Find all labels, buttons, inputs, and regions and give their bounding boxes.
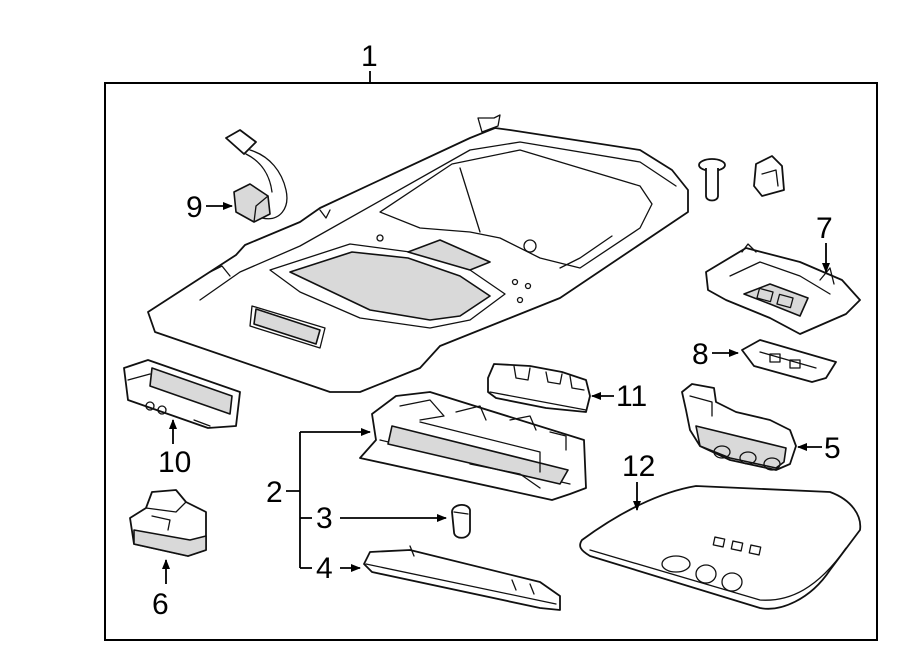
callout-7: 7: [816, 212, 833, 245]
callout-10: 10: [158, 446, 191, 479]
callout-1: 1: [361, 40, 378, 73]
part-3-bulb: [451, 504, 471, 539]
callout-6: 6: [152, 588, 169, 621]
part-11-lens: [487, 363, 591, 413]
callout-5: 5: [824, 432, 841, 465]
callout-8: 8: [692, 338, 709, 371]
part-4-lens-cover: [363, 545, 561, 611]
part-5-switch-assembly: [681, 383, 797, 471]
console-housing: [147, 114, 689, 393]
part-2-lamp-housing: [359, 391, 587, 501]
fastener-screw: [698, 158, 726, 202]
part-9-wire-harness: [225, 129, 288, 223]
part-12-trim-cover: [579, 485, 862, 610]
part-7-switch-bracket: [705, 243, 861, 335]
callout-9: 9: [186, 191, 203, 224]
part-6-clip: [129, 489, 207, 557]
callout-11: 11: [616, 380, 647, 413]
callout-3: 3: [316, 502, 333, 535]
callout-12: 12: [622, 450, 655, 483]
leader-2-bracket: [286, 432, 301, 568]
part-10-module: [123, 359, 241, 429]
callout-2: 2: [266, 476, 283, 509]
fastener-clip: [753, 155, 785, 197]
assembly-frame: [104, 82, 878, 641]
part-8-switch-plate: [741, 339, 837, 383]
callout-4: 4: [316, 552, 333, 585]
